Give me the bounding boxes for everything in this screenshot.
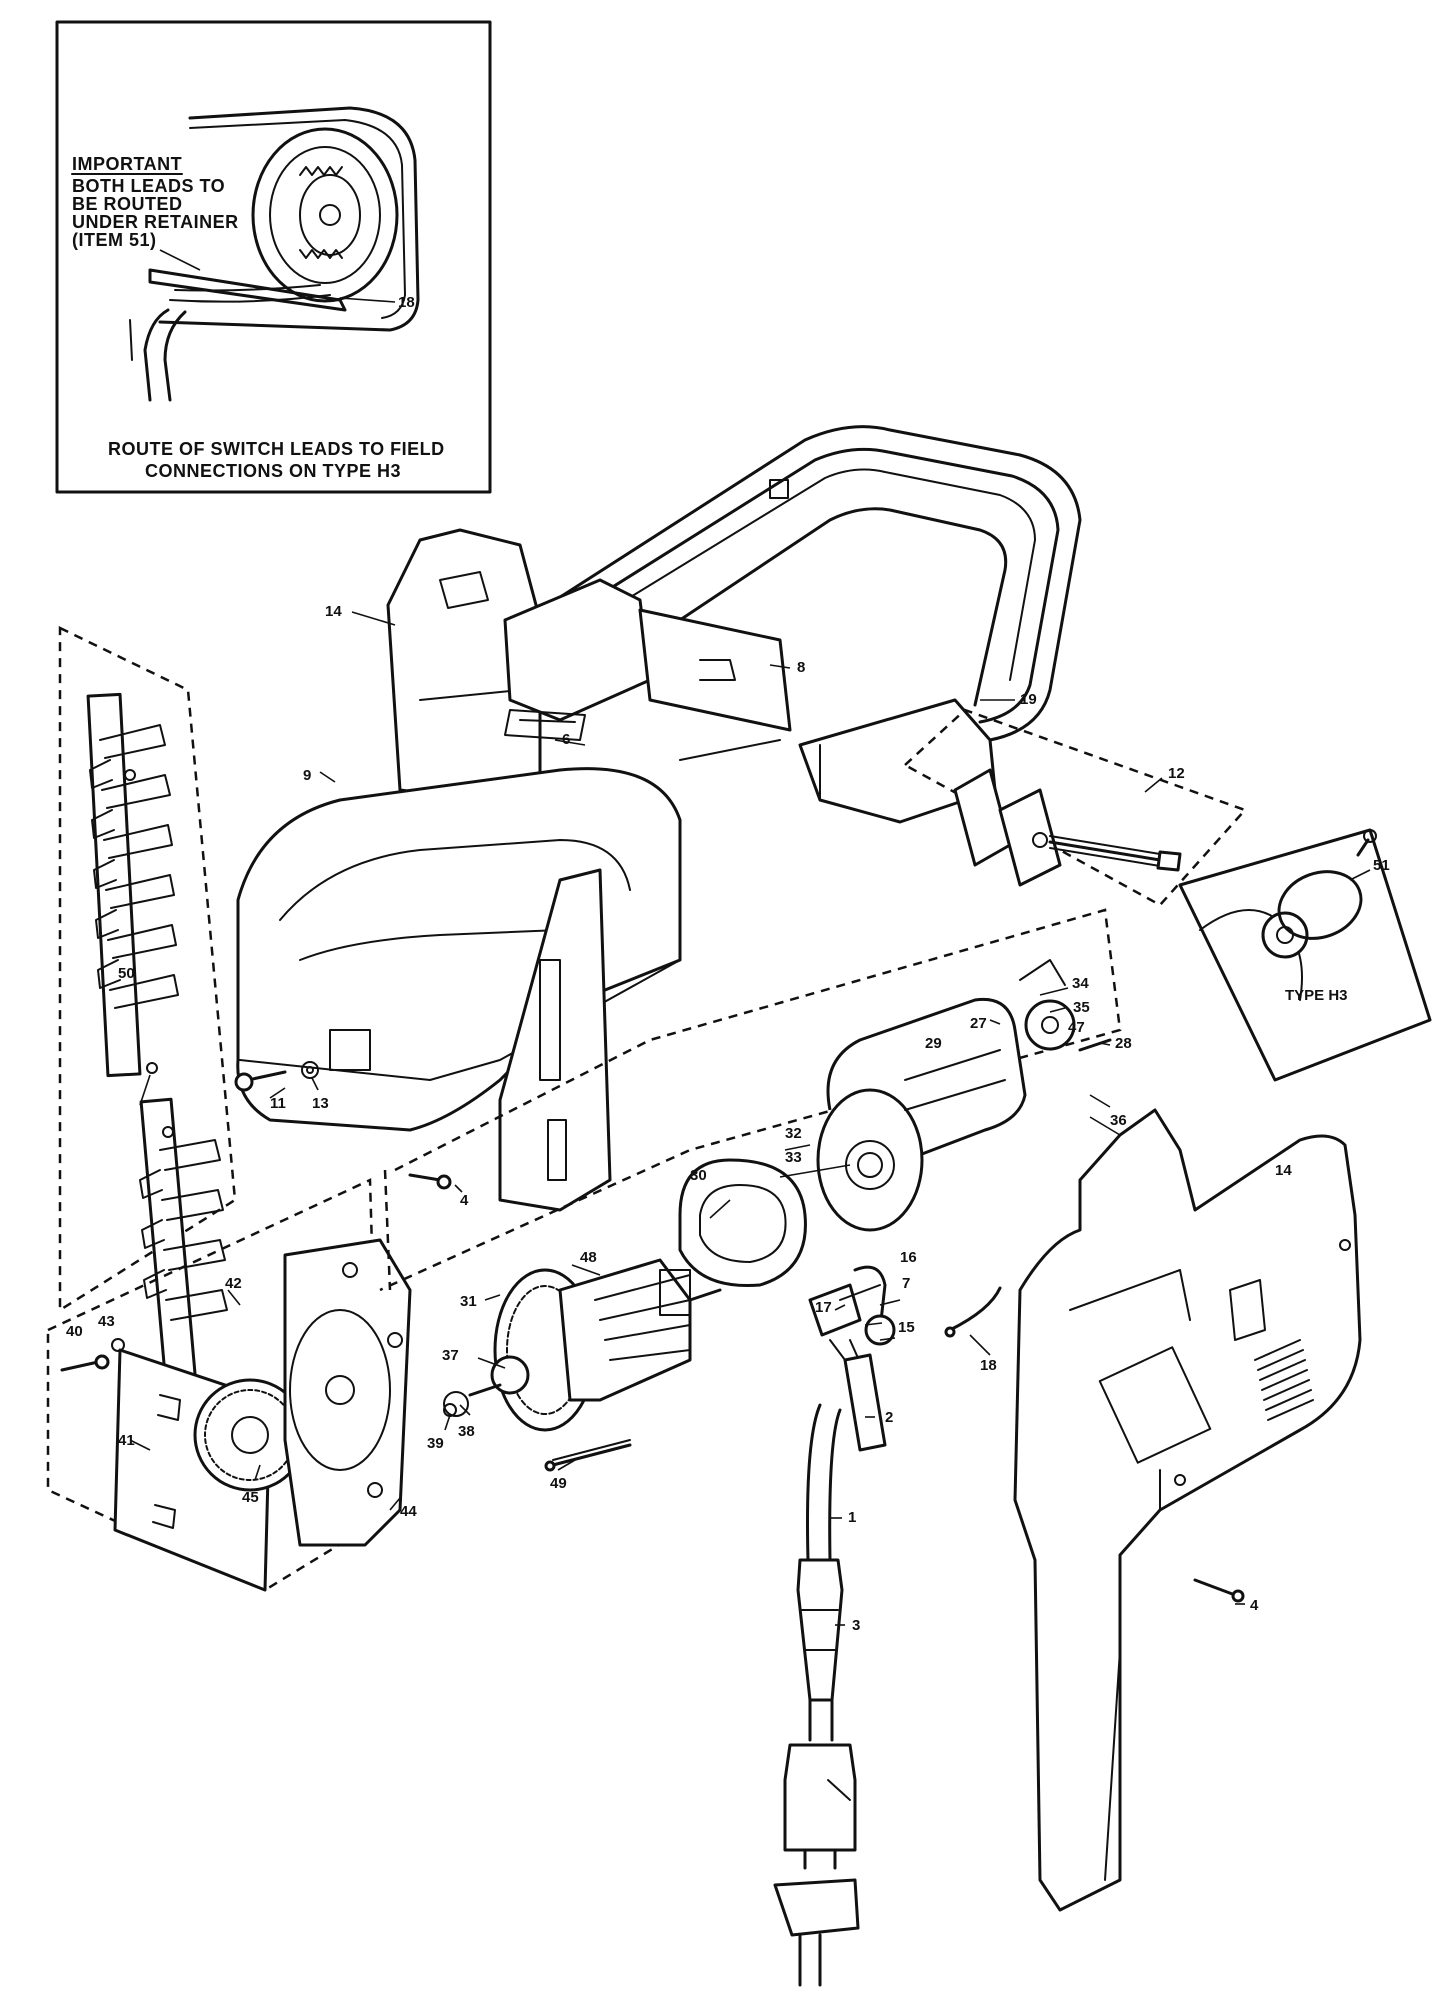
part-label-2: 2 [885, 1409, 893, 1426]
part-label-38: 38 [458, 1423, 475, 1440]
part-label-18: 18 [980, 1357, 997, 1374]
part-label-14a: 14 [325, 603, 342, 620]
part-label-9: 9 [303, 767, 311, 784]
important-line-1: BOTH LEADS TO [72, 176, 225, 196]
part-label-17: 17 [815, 1299, 832, 1316]
part-label-27: 27 [970, 1015, 987, 1032]
housing-half-14-upper [386, 528, 792, 802]
part-label-35: 35 [1073, 999, 1090, 1016]
part-label-6: 6 [562, 731, 570, 748]
part-number-labels: 14 14 8 6 19 12 9 51 50 34 35 27 47 28 2… [66, 603, 1390, 1634]
part-label-49: 49 [550, 1475, 567, 1492]
part-label-39: 39 [427, 1435, 444, 1452]
part-label-28: 28 [1115, 1035, 1132, 1052]
blade-assembly-group [58, 626, 237, 1423]
motor-group [379, 908, 1122, 1472]
part-label-29: 29 [925, 1035, 942, 1052]
important-line-4: (ITEM 51) [72, 230, 157, 250]
part-label-32: 32 [785, 1125, 802, 1142]
gearbox-group [46, 1178, 412, 1592]
part-label-1: 1 [848, 1509, 856, 1526]
important-heading: IMPORTANT [72, 154, 182, 174]
inset-detail: IMPORTANT BOTH LEADS TO BE ROUTED UNDER … [55, 20, 492, 494]
part-label-43: 43 [98, 1313, 115, 1330]
part-label-34: 34 [1072, 975, 1089, 992]
part-label-8: 8 [797, 659, 805, 676]
part-label-41: 41 [118, 1432, 135, 1449]
important-line-2: BE ROUTED [72, 194, 183, 214]
important-line-3: UNDER RETAINER [72, 212, 239, 232]
part-label-4b: 4 [1250, 1597, 1259, 1614]
part-label-44: 44 [400, 1503, 417, 1520]
screw-4-left [408, 1173, 442, 1182]
part-label-12: 12 [1168, 765, 1185, 782]
part-label-3: 3 [852, 1617, 860, 1634]
part-label-14b: 14 [1275, 1162, 1292, 1179]
part-label-40: 40 [66, 1323, 83, 1340]
part-label-15: 15 [898, 1319, 915, 1336]
inset-caption-line-1: ROUTE OF SWITCH LEADS TO FIELD [108, 439, 445, 459]
part-label-42: 42 [225, 1275, 242, 1292]
switch-and-cord [773, 1265, 1002, 1987]
inset-caption-line-2: CONNECTIONS ON TYPE H3 [145, 461, 401, 481]
part-label-13: 13 [312, 1095, 329, 1112]
housing-half-14-right [1013, 1108, 1362, 1912]
part-label-50: 50 [118, 965, 135, 982]
part-label-37: 37 [442, 1347, 459, 1364]
part-label-16: 16 [900, 1249, 917, 1266]
part-label-11: 11 [270, 1095, 286, 1112]
part-label-33: 33 [785, 1149, 802, 1166]
part-label-47: 47 [1068, 1019, 1085, 1036]
part-label-51: 51 [1373, 857, 1390, 874]
type-h3-callout: TYPE H3 [1178, 828, 1432, 1082]
part-label-19: 19 [1020, 691, 1037, 708]
part-label-4a: 4 [460, 1192, 469, 1209]
part-label-36: 36 [1110, 1112, 1127, 1129]
case-cover-9 [234, 767, 682, 1212]
inset-item-label-18: 18 [398, 294, 415, 311]
type-h3-label: TYPE H3 [1285, 987, 1348, 1004]
part-label-45: 45 [242, 1489, 259, 1506]
part-label-48: 48 [580, 1249, 597, 1266]
part-label-30: 30 [690, 1167, 707, 1184]
leader-lines [129, 611, 1371, 1626]
part-label-31: 31 [460, 1293, 477, 1310]
part-label-7: 7 [902, 1275, 910, 1292]
knob-group-12 [902, 708, 1248, 907]
